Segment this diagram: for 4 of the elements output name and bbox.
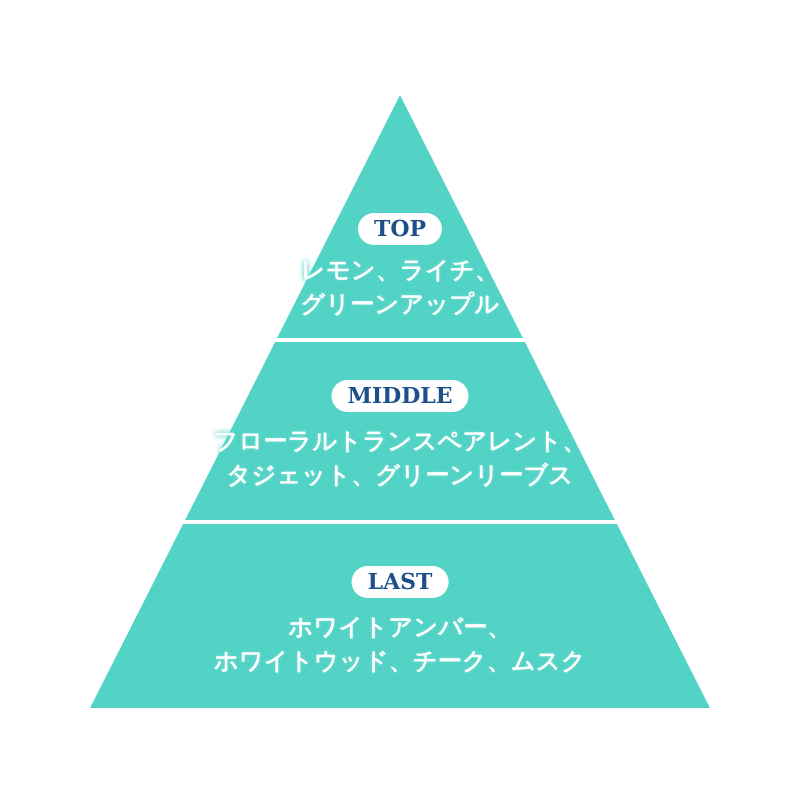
tier-label: MIDDLE bbox=[331, 380, 469, 412]
tier-label: LAST bbox=[352, 566, 448, 598]
note-list: ホワイトアンバー、ホワイトウッド、チーク、ムスク bbox=[208, 610, 592, 678]
tier-label: TOP bbox=[358, 213, 442, 245]
